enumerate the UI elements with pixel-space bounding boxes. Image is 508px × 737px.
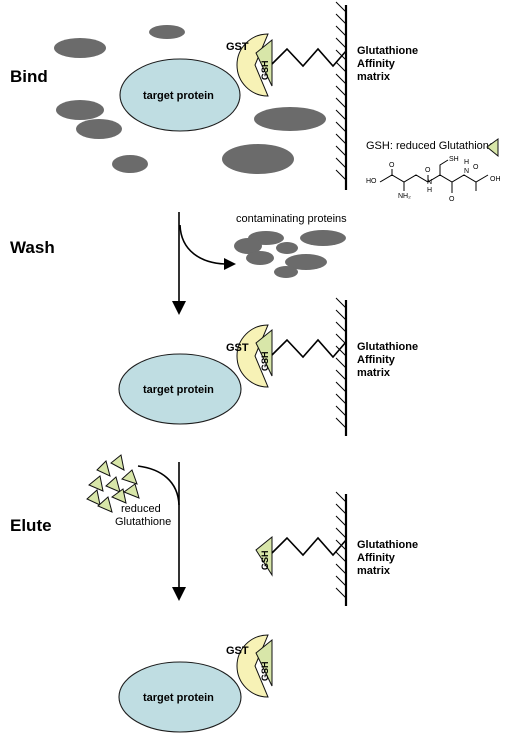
chem-oh-label: OH — [490, 176, 501, 183]
gsh-legend-text: GSH: reduced Glutathione — [366, 140, 495, 152]
matrix-label-line1: Glutathione — [357, 539, 418, 551]
eluted-gst-complex: GST GSH target protein — [118, 634, 273, 733]
contaminant-protein — [112, 155, 148, 173]
matrix-label-line3: matrix — [357, 565, 391, 577]
reduced-glutathione-cluster — [86, 454, 140, 513]
bind-step: Bind GST GSH target protein — [10, 1, 501, 203]
target-protein-ellipse — [118, 353, 242, 425]
contaminating-proteins-label: contaminating proteins — [236, 213, 347, 225]
elute-arrow-head — [172, 587, 186, 601]
wash-branch-arrow-head — [224, 258, 236, 270]
chem-n-label-1: N — [427, 179, 432, 186]
matrix-label-line3: matrix — [357, 367, 391, 379]
gst-complex-bind: GST GSH target protein — [119, 33, 347, 132]
contaminant-protein — [254, 107, 326, 131]
gsh-legend: GSH: reduced Glutathione SH HO OH O O O … — [366, 138, 501, 203]
contaminant-protein — [300, 230, 346, 246]
target-protein-ellipse — [118, 661, 242, 733]
contaminant-protein-group-bind — [54, 25, 326, 174]
bind-step-label: Bind — [10, 67, 48, 86]
matrix-label-line2: Affinity — [357, 58, 396, 70]
gsh-triangle — [255, 328, 273, 377]
wash-branch-arrow — [179, 224, 226, 265]
reduced-glutathione-triangle — [96, 460, 111, 477]
elute-curved-line — [137, 465, 180, 506]
linker-chain — [271, 338, 347, 359]
gst-label: GST — [226, 41, 249, 53]
gsh-label: GSH — [260, 351, 270, 371]
elute-step: Elute reduced Glutathione GSH — [10, 454, 418, 733]
target-protein-label: target protein — [143, 692, 214, 704]
target-protein-label: target protein — [143, 90, 214, 102]
reduced-glutathione-label-line2: Glutathione — [115, 516, 171, 528]
contaminant-protein — [149, 25, 185, 39]
matrix-hatching — [335, 297, 347, 429]
reduced-glutathione-triangle — [110, 454, 125, 471]
matrix-label-line2: Affinity — [357, 552, 396, 564]
matrix-with-released-gsh: GSH Glutathione Affinity matrix — [255, 491, 418, 606]
gst-label: GST — [226, 342, 249, 354]
gst-complex-wash: GST GSH target protein — [118, 324, 347, 425]
matrix-label-line1: Glutathione — [357, 341, 418, 353]
chem-o-label-4: O — [473, 164, 479, 171]
reduced-glutathione-triangle — [122, 483, 140, 499]
elute-step-label: Elute — [10, 516, 52, 535]
matrix-label-line2: Affinity — [357, 354, 396, 366]
gsh-triangle — [255, 535, 273, 577]
chem-h-label-1: H — [427, 187, 432, 194]
matrix-label-line3: matrix — [357, 71, 391, 83]
gsh-triangle — [255, 638, 273, 687]
matrix-label-line1: Glutathione — [357, 45, 418, 57]
linker-chain — [271, 47, 347, 68]
contaminant-protein — [285, 254, 327, 270]
reduced-glutathione-triangle — [88, 475, 104, 492]
gsh-chemical-structure: SH HO OH O O O O N N H H NH₂ — [366, 156, 501, 203]
chem-h-label-2: H — [464, 159, 469, 166]
chem-ho-label: HO — [366, 178, 377, 185]
reduced-glutathione-triangle — [86, 489, 101, 506]
contaminant-protein — [222, 144, 294, 174]
wash-step-label: Wash — [10, 238, 55, 257]
chem-o-label-2: O — [425, 167, 431, 174]
contaminant-protein — [274, 266, 298, 278]
reduced-glutathione-triangle — [110, 488, 127, 504]
gsh-legend-triangle-icon — [486, 138, 499, 158]
reduced-glutathione-triangle — [105, 476, 121, 493]
wash-step: Wash contaminating proteins GST GSH targ… — [10, 212, 418, 436]
contaminant-protein — [54, 38, 106, 58]
linker-chain — [271, 536, 347, 557]
contaminant-protein — [246, 251, 274, 265]
gsh-label: GSH — [260, 661, 270, 681]
chem-o-label-3: O — [449, 196, 455, 203]
gsh-label: GSH — [260, 60, 270, 80]
contaminant-protein — [76, 119, 122, 139]
contaminant-protein — [276, 242, 298, 254]
target-protein-label: target protein — [143, 384, 214, 396]
gst-label: GST — [226, 645, 249, 657]
target-protein-ellipse — [119, 58, 241, 132]
chem-o-label-1: O — [389, 162, 395, 169]
chem-nh2-label: NH₂ — [398, 193, 411, 200]
reduced-glutathione-label-line1: reduced — [121, 503, 161, 515]
chem-n-label-2: N — [464, 168, 469, 175]
contaminant-protein-group-washed — [234, 230, 346, 278]
glutathione-affinity-matrix-bind: Glutathione Affinity matrix — [335, 1, 418, 190]
reduced-glutathione-triangle — [121, 469, 138, 485]
gsh-label: GSH — [260, 550, 270, 570]
matrix-hatching — [335, 491, 347, 599]
chem-sh-label: SH — [449, 156, 459, 163]
reduced-glutathione-triangle — [97, 496, 113, 513]
contaminant-protein — [56, 100, 104, 120]
matrix-hatching — [335, 1, 347, 181]
glutathione-affinity-matrix-wash: Glutathione Affinity matrix — [335, 297, 418, 436]
wash-arrow-head — [172, 301, 186, 315]
contaminant-protein — [234, 238, 262, 254]
